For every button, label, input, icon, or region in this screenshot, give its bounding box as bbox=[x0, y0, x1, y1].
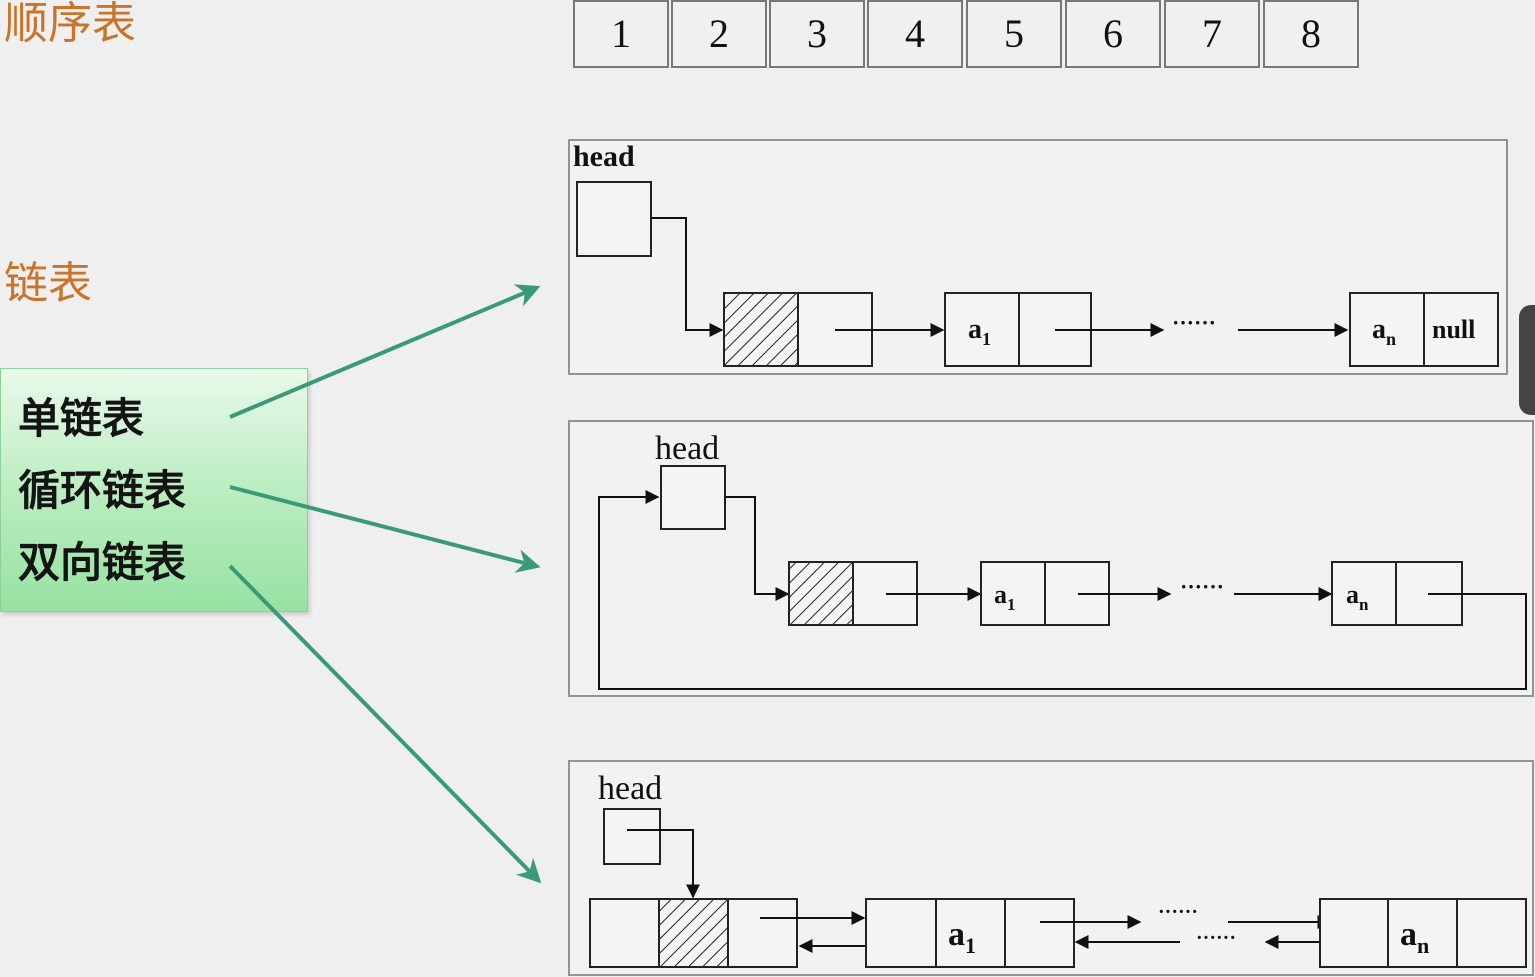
circular-an-label: an bbox=[1346, 580, 1369, 614]
singly-an-data-cell bbox=[1349, 292, 1425, 367]
doubly-ellipsis-bottom: ······ bbox=[1196, 927, 1236, 949]
doubly-header-data-cell bbox=[658, 898, 729, 968]
doubly-header-next-cell bbox=[727, 898, 798, 968]
doubly-a1-label: a1 bbox=[948, 916, 976, 958]
array-cell: 8 bbox=[1263, 0, 1359, 68]
doubly-an-data-cell bbox=[1387, 898, 1458, 968]
circular-an-data-cell bbox=[1331, 561, 1397, 626]
circular-a1-data-cell bbox=[980, 561, 1046, 626]
side-panel-handle[interactable] bbox=[1519, 305, 1535, 415]
circular-header-data-cell bbox=[788, 561, 854, 626]
array-cell: 7 bbox=[1164, 0, 1260, 68]
singly-linked-list-panel: head a1 ······ an null bbox=[568, 139, 1508, 375]
doubly-header-prev-cell bbox=[589, 898, 660, 968]
singly-head-node bbox=[576, 181, 652, 257]
doubly-pointer-arrow bbox=[228, 564, 542, 884]
array-cell: 4 bbox=[867, 0, 963, 68]
circular-head-node bbox=[660, 465, 726, 530]
doubly-head-node bbox=[603, 808, 661, 865]
singly-an-next-cell bbox=[1423, 292, 1499, 367]
doubly-linked-list-label: 双向链表 bbox=[18, 538, 187, 587]
array-cell: 6 bbox=[1065, 0, 1161, 68]
array-cell: 2 bbox=[671, 0, 767, 68]
doubly-a1-data-cell bbox=[935, 898, 1006, 968]
singly-ellipsis: ······ bbox=[1172, 310, 1216, 335]
array-cell: 1 bbox=[573, 0, 669, 68]
type-pointer-arrows bbox=[228, 284, 542, 884]
array-cell: 3 bbox=[769, 0, 865, 68]
singly-header-data-cell bbox=[723, 292, 799, 367]
doubly-linked-list-panel: head a1 ······ ······ an bbox=[568, 760, 1534, 976]
doubly-an-next-cell bbox=[1456, 898, 1527, 968]
doubly-a1-prev-cell bbox=[865, 898, 937, 968]
sequential-list-label: 顺序表 bbox=[4, 0, 136, 49]
doubly-ellipsis-top: ······ bbox=[1158, 901, 1198, 923]
doubly-an-label: an bbox=[1400, 916, 1429, 958]
doubly-an-prev-cell bbox=[1319, 898, 1389, 968]
circular-ellipsis: ······ bbox=[1180, 574, 1224, 599]
singly-an-label: an bbox=[1372, 314, 1396, 349]
singly-null-label: null bbox=[1432, 315, 1475, 344]
linked-list-label: 链表 bbox=[4, 258, 92, 309]
circular-a1-label: a1 bbox=[994, 580, 1016, 614]
singly-head-label: head bbox=[573, 140, 635, 173]
circular-head-label: head bbox=[655, 430, 719, 467]
singly-a1-label: a1 bbox=[968, 314, 991, 349]
singly-pointer-arrow bbox=[229, 284, 541, 419]
circular-linked-list-panel: head a1 ······ an bbox=[568, 420, 1534, 697]
circular-pointer-arrow bbox=[229, 485, 541, 573]
circular-linked-list-label: 循环链表 bbox=[18, 466, 187, 515]
doubly-a1-next-cell bbox=[1004, 898, 1075, 968]
array-cell: 5 bbox=[966, 0, 1062, 68]
linked-list-types-box bbox=[0, 368, 308, 612]
singly-a1-data-cell bbox=[944, 292, 1020, 367]
singly-linked-list-label: 单链表 bbox=[18, 394, 145, 443]
doubly-head-label: head bbox=[598, 770, 662, 807]
